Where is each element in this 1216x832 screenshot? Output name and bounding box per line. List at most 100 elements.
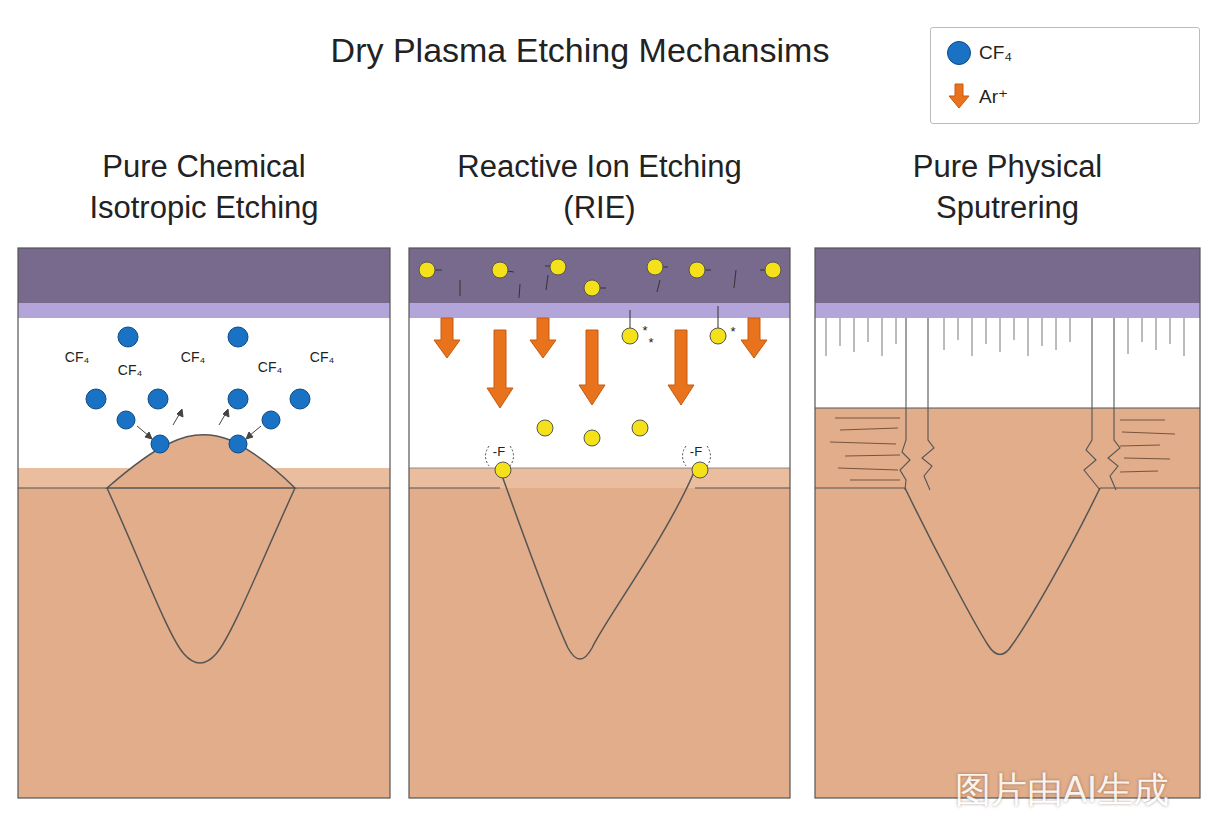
damage-line [1120,445,1160,446]
cf4-molecule [148,389,168,409]
cf4-molecule [118,327,138,347]
damage-line [835,418,900,419]
legend-swatch [947,41,971,65]
sputter-track [986,318,987,344]
rie-panel [500,470,695,659]
rie-panel [409,468,790,469]
panel-node: Reactive Ion Etching (RIE) [409,146,790,798]
damage-line [830,418,1175,480]
molecule-label: CF₄ [258,359,282,375]
motion-arrow [177,409,183,417]
sputtering-panel [815,408,1200,798]
cf4-molecule [228,327,248,347]
damage-line [1124,458,1170,459]
chemical-etch-panel [18,248,390,798]
rie-panel [409,303,790,318]
ar-ion-arrow [434,318,767,408]
legend-row: Ar⁺ [947,81,1008,111]
sputter-track [1184,318,1185,356]
chemical-etch-panel [18,248,390,798]
reaction-arc [683,446,687,466]
radical-particle [632,420,648,436]
radical-particle [622,328,638,344]
ion-track [546,275,548,290]
ion-track [630,310,631,328]
cf4-molecule [290,389,310,409]
molecule-label: CF₄ [118,362,142,378]
sputter-track [1014,318,1015,340]
sputter-column [900,318,1120,490]
ar-ion-arrow [530,318,556,358]
reaction-arc [486,446,490,466]
sputtering-panel [815,248,1200,798]
sputter-track [958,318,959,340]
sputter-track [854,318,855,352]
chemical-etch-panel [18,248,390,303]
reaction-arc [510,446,514,466]
cf4-molecule [229,435,247,453]
sputter-track [1070,318,1071,342]
legend-text: Ar⁺ [979,85,1008,108]
sputter-track [1042,318,1043,346]
sputter-track [1142,318,1143,342]
ion-track [519,284,520,298]
sputtering-panel [815,248,1200,303]
rie-panel [409,248,790,798]
molecule-label: CF₄ [310,349,334,365]
sputter-track [826,318,1184,356]
radical-particle [765,262,781,278]
rie-panel [409,248,790,798]
chemical-etch-panel [18,248,390,798]
fluorine-label: -F [493,444,505,459]
panel-node: Pure Chemical Isotropic Etching [18,146,390,798]
sputtering-panel [815,248,1200,798]
ion-track [460,280,461,296]
panel-heading: Pure Physical Sputrering [873,146,1143,228]
rie-panel [409,488,790,798]
panel-heading: Reactive Ion Etching (RIE) [427,146,772,228]
motion-arrow [137,409,261,439]
sputter-track [1170,318,1171,344]
radical-particle [710,328,726,344]
damage-line [840,428,898,430]
sputter-column [900,318,910,490]
ion-track [427,266,773,328]
chemical-etch-panel [18,488,390,798]
chemical-etch-panel [18,303,390,318]
sputtering-panel [815,408,1200,409]
excited-mark: * [730,324,735,339]
rie-panel [409,248,790,798]
damage-line [830,442,896,444]
fluorine-label: -F [690,444,702,459]
excited-mark: * [642,323,647,338]
radical-particle [647,259,663,275]
reaction-arc [486,446,711,466]
ar-ion-arrow [579,330,605,405]
ion-track [718,306,719,328]
ar-ion-arrow [741,318,767,358]
radical-particle [584,430,600,446]
sputtering-panel [815,303,1200,318]
molecule-label: CF₄ [65,349,89,365]
ion-track [657,280,660,292]
legend-arrow-sample [949,84,969,108]
excited-mark: * [648,335,653,350]
legend-row: CF₄ [947,38,1012,68]
reaction-arc [707,446,711,466]
radical-particle [584,280,600,296]
radical-particle [537,420,553,436]
damage-line [838,468,898,470]
watermark: 图片由AI生成 [955,766,1169,815]
chemical-etch-panel [107,488,295,663]
radical-particle [492,262,508,278]
chemical-etch-panel [107,435,295,488]
radical-particle [419,262,435,278]
damage-line [845,455,900,456]
cf4-molecule [151,435,169,453]
sputter-track [1028,318,1029,356]
cf4-molecule [86,327,310,453]
legend-box: CF₄ Ar⁺ [930,27,1200,124]
cf4-molecule [86,389,106,409]
radical-particle [689,262,705,278]
